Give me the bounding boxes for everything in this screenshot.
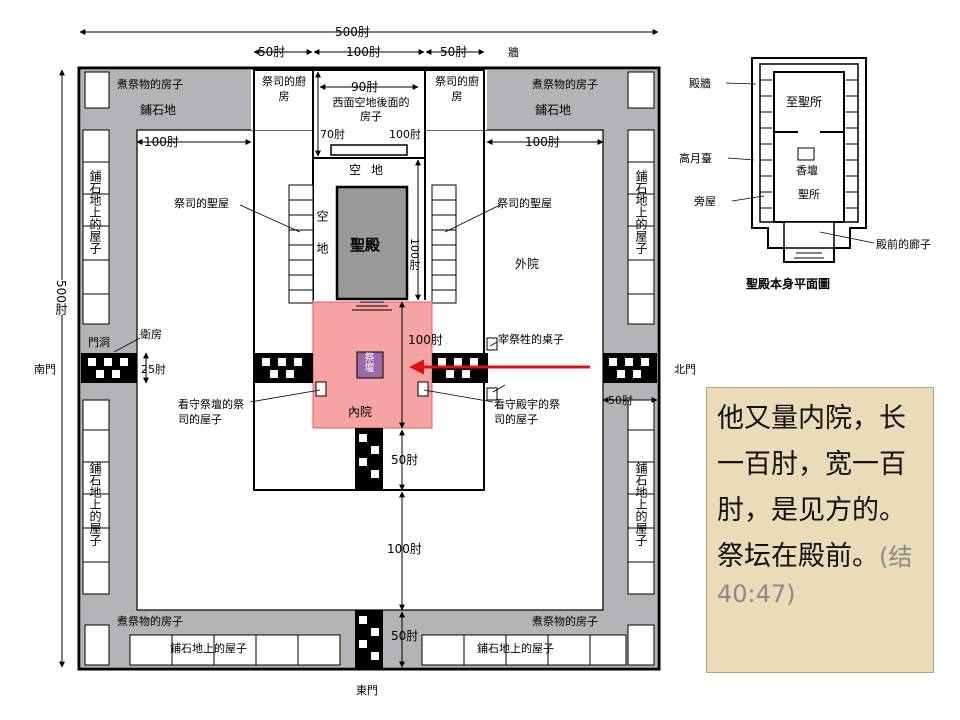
priest-chambers-east-label: 祭司的聖屋 <box>497 196 552 210</box>
south-rooms <box>129 634 627 666</box>
boiling-house-ne-label: 煮祭物的房子 <box>532 77 598 91</box>
altar-keepers-room <box>315 381 327 397</box>
boiling-house-nw <box>84 71 110 109</box>
boiling-house-ne <box>627 71 655 109</box>
priest-chambers-east <box>431 184 457 304</box>
temple-label: 聖殿 <box>350 236 381 254</box>
scripture-quote-reference: (结40:47) <box>717 543 913 608</box>
altar-block <box>356 351 384 379</box>
dim-100-top-label: 100肘 <box>346 44 381 59</box>
temple-keepers-room <box>417 381 429 397</box>
temple-keepers: 看守殿宇的祭司的屋子 <box>494 398 560 426</box>
pavement-rooms-west-lower: 鋪石地上的屋子 <box>88 462 102 546</box>
open-space-text: 空地 <box>348 163 393 177</box>
priest-chambers-west <box>288 184 314 304</box>
inset-side-rooms-label: 旁屋 <box>694 194 716 208</box>
inset-holy-of-holies-label: 至聖所 <box>786 95 822 109</box>
inset-porch-label: 殿前的廊子 <box>876 237 931 251</box>
slaughter-table-2 <box>486 387 498 401</box>
pavement-rooms-east-upper-label: 鋪石地上的屋子 <box>634 170 648 254</box>
gates <box>81 337 657 669</box>
slaughter-tables-label: 宰祭牲的桌子 <box>498 332 564 346</box>
altar-label: 祭壇 <box>362 352 373 372</box>
north-gate-label: 北門 <box>674 363 696 376</box>
south-gate-label: 南門 <box>34 363 56 376</box>
priest-kitchen-west-label: 祭司的廚房 <box>262 75 306 103</box>
altar-keepers-label: 看守祭壇的祭司的屋子 <box>178 398 244 426</box>
north-gate-outer <box>603 353 657 383</box>
inset-temple-wall-label: 殿牆 <box>689 76 711 90</box>
priest-kitchen-west: 祭司的廚房 <box>262 75 306 103</box>
inner-court-label: 內院 <box>348 405 372 419</box>
dim-100-west-building-label: 100肘 <box>389 127 421 141</box>
pavement-rooms-west-upper-label: 鋪石地上的屋子 <box>88 170 102 254</box>
dim-100-temple: 100肘 <box>408 238 421 270</box>
dim-50-gate-east-label: 50肘 <box>608 393 633 407</box>
dim-100-south-label: 100肘 <box>387 541 422 556</box>
dim-50-left-label: 50肘 <box>258 44 285 59</box>
dim-500-left-label: 500肘 <box>53 280 70 315</box>
wall-label: 牆 <box>508 45 519 59</box>
pavement-rooms-south-east-label: 鋪石地上的屋子 <box>477 641 554 655</box>
inset-high-platform-label: 高月臺 <box>679 151 712 165</box>
boiling-house-se <box>627 624 655 666</box>
pavement-nw-label: 鋪石地 <box>140 102 176 117</box>
south-gate-inner <box>254 353 313 383</box>
east-rooms <box>627 129 655 595</box>
dim-100-inner-label: 100肘 <box>408 332 443 347</box>
pavement-rooms-west-upper: 鋪石地上的屋子 <box>88 170 102 254</box>
boiling-house-sw-label: 煮祭物的房子 <box>117 614 183 628</box>
pavement-rooms-east-lower: 鋪石地上的屋子 <box>634 462 648 546</box>
guard-room-label: 衛房 <box>140 328 162 341</box>
pavement-ne-label: 鋪石地 <box>535 102 571 117</box>
dim-100-temple-label: 100肘 <box>408 238 421 270</box>
west-rooms <box>82 129 110 595</box>
pavement-rooms-west-lower-label: 鋪石地上的屋子 <box>88 462 102 546</box>
dimension-lines <box>59 29 659 668</box>
priest-kitchen-east: 祭司的廚房 <box>435 75 479 103</box>
temple-block <box>335 185 409 301</box>
boiling-house-se-label: 煮祭物的房子 <box>532 614 598 628</box>
inset-holy-place-label: 聖所 <box>798 188 820 201</box>
gate-passage-label: 門洞 <box>88 336 110 349</box>
temple-keepers-label: 看守殿宇的祭司的屋子 <box>494 398 560 426</box>
leader-lines <box>113 204 506 403</box>
altar-keepers: 看守祭壇的祭司的屋子 <box>178 398 244 426</box>
east-gate-label: 東門 <box>356 684 378 697</box>
slaughter-table-1 <box>486 337 498 351</box>
outer-court-label: 外院 <box>515 257 539 271</box>
plan-labels: 500肘 50肘 100肘 50肘 牆 90肘 70肘 100肘 100肘 10… <box>34 24 696 697</box>
priest-chambers-west-label: 祭司的聖屋 <box>174 196 229 210</box>
dim-25-label: 25肘 <box>141 362 166 376</box>
dim-50-right-label: 50肘 <box>440 44 467 59</box>
inset-incense-altar-label: 香壇 <box>796 163 818 177</box>
dim-100-nw-label: 100肘 <box>144 134 179 149</box>
west-yard-building-label: 西面空地後面的房子 <box>332 96 410 123</box>
dim-500-left: 500肘 <box>53 280 70 315</box>
dim-500-top-label: 500肘 <box>335 24 370 39</box>
pavement-rooms-east-lower-label: 鋪石地上的屋子 <box>634 462 648 546</box>
inset-temple-plan: 殿牆 高月臺 旁屋 至聖所 香壇 聖所 殿前的廊子 聖殿本身平面圖 <box>679 57 931 291</box>
pavement-rooms-east-upper: 鋪石地上的屋子 <box>634 170 648 254</box>
temple-steps <box>352 301 392 311</box>
south-gate-outer <box>81 353 137 383</box>
boiling-house-sw <box>84 624 110 666</box>
dim-90-label: 90肘 <box>351 79 378 94</box>
scripture-quote-box: 他又量内院，长一百肘，宽一百肘，是见方的。祭坛在殿前。(结40:47) <box>706 387 934 673</box>
dim-50-outer-gate-label: 50肘 <box>391 628 418 643</box>
pavement-rooms-south-west-label: 鋪石地上的屋子 <box>170 641 247 655</box>
dim-50-inner-gate-label: 50肘 <box>391 452 418 467</box>
boiling-house-nw-label: 煮祭物的房子 <box>117 77 183 91</box>
open-space-vertical-text: 空地 <box>315 210 329 274</box>
west-yard-building-text: 西面空地後面的房子 <box>332 96 410 123</box>
altar-text: 祭壇 <box>362 352 373 372</box>
open-space-label: 空地 <box>348 163 393 177</box>
dim-70-label: 70肘 <box>320 127 345 141</box>
scripture-quote-text: 他又量内院，长一百肘，宽一百肘，是见方的。祭坛在殿前。 <box>717 403 906 572</box>
open-space-vertical-label: 空地 <box>315 210 329 274</box>
inset-title: 聖殿本身平面圖 <box>746 276 830 291</box>
priest-kitchen-east-label: 祭司的廚房 <box>435 75 479 103</box>
dim-100-ne-label: 100肘 <box>525 134 560 149</box>
